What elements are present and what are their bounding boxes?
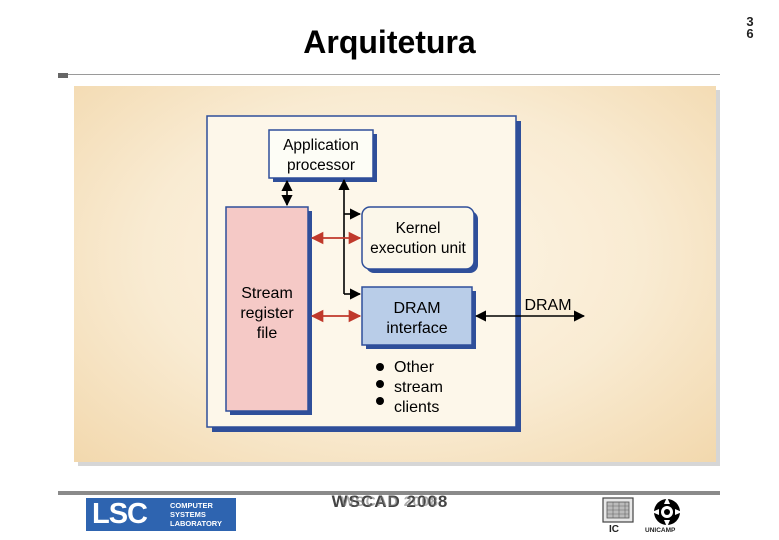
unicamp-emblem-icon [652, 497, 682, 527]
kernel-unit-label: execution unit [370, 240, 466, 257]
stream-register-box [225, 206, 309, 412]
bullet-icon [376, 363, 384, 371]
unicamp-logo: UNICAMP [645, 496, 689, 536]
stream-register-label: file [257, 325, 278, 342]
other-clients-label: Other [394, 359, 435, 376]
footer-event-label: WSCAD 2008 WSCAD 2008 [270, 492, 510, 512]
slide-title: Arquitetura [303, 24, 476, 60]
ic-logo-label: IC [609, 524, 619, 535]
dram-interface-label: DRAM [393, 300, 440, 317]
other-clients-label: stream [394, 379, 443, 396]
footer-event-text: WSCAD 2008 [331, 492, 449, 511]
bullet-icon [376, 397, 384, 405]
unicamp-logo-label: UNICAMP [645, 527, 676, 534]
page-number: 3 6 [744, 14, 756, 41]
top-rule-tab [58, 73, 68, 78]
app-processor-box [268, 129, 374, 179]
bottom-rule [58, 491, 720, 495]
dram-interface-box [361, 286, 473, 346]
lsc-logo-text: LSC [92, 498, 148, 530]
page-number-digit: 6 [746, 26, 754, 41]
ic-logo: IC [601, 496, 637, 536]
kernel-unit-box [361, 206, 475, 270]
ic-chip-icon [602, 497, 634, 523]
lsc-logo-subtitle-line: SYSTEMS [170, 510, 206, 519]
dram-external-label: DRAM [524, 297, 571, 314]
app-processor-label: processor [287, 157, 355, 174]
lsc-logo-subtitle-line: COMPUTER [170, 501, 213, 510]
other-clients-label: clients [394, 399, 439, 416]
lsc-logo-subtitle-line: LABORATORY [170, 519, 222, 528]
dram-interface-label: interface [386, 320, 447, 337]
stream-register-label: Stream [241, 285, 293, 302]
top-rule [58, 74, 720, 75]
footer-event-ghost: WSCAD 2008 [341, 493, 439, 509]
bullet-icon [376, 380, 384, 388]
page-number-digit: 3 [746, 14, 754, 29]
lsc-logo-subtitle: COMPUTER SYSTEMS LABORATORY [170, 501, 222, 528]
kernel-unit-label: Kernel [396, 220, 441, 237]
stream-register-label: register [240, 305, 294, 322]
app-processor-label: Application [283, 137, 359, 154]
lsc-logo: LSC COMPUTER SYSTEMS LABORATORY [86, 498, 236, 531]
